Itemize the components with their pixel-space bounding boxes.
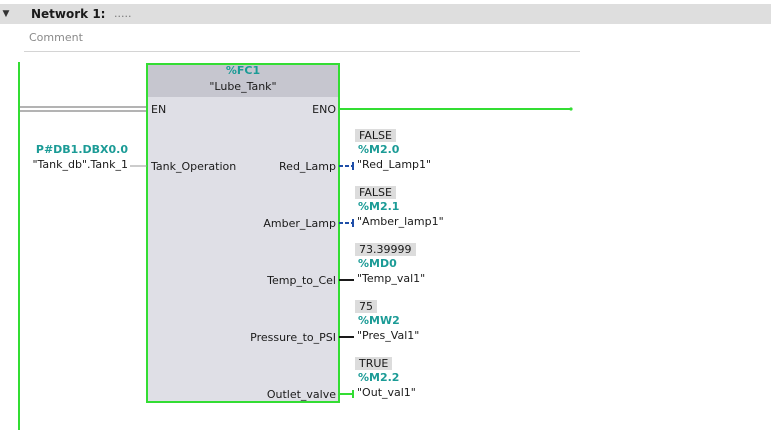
function-block-header[interactable] (148, 65, 338, 97)
temp-tag[interactable]: "Temp_val1" (357, 272, 426, 285)
outlet-valve-output-connector[interactable] (339, 390, 354, 398)
outlet-valve-pin-label: Outlet_valve (266, 388, 336, 401)
pressure-to-psi-pin-label: Pressure_to_PSI (250, 331, 336, 344)
outlet-valve-tag[interactable]: "Out_val1" (357, 386, 416, 399)
red-lamp-output-connector[interactable] (339, 162, 354, 170)
input-absolute-address: P#DB1.DBX0.0 (35, 143, 128, 156)
red-lamp-tag[interactable]: "Red_Lamp1" (357, 158, 432, 171)
block-address: %FC1 (225, 64, 261, 77)
pressure-monitor-value: 75 (355, 300, 377, 313)
pressure-address: %MW2 (358, 314, 400, 327)
block-name[interactable]: "Lube_Tank" (209, 80, 277, 93)
outlet-valve-address: %M2.2 (358, 371, 400, 384)
amber-lamp-output-connector[interactable] (339, 219, 354, 227)
amber-lamp-tag[interactable]: "Amber_lamp1" (357, 215, 444, 228)
network-comment-field[interactable] (24, 27, 580, 52)
temp-to-cel-pin-label: Temp_to_Cel (267, 274, 336, 287)
amber-lamp-pin-label: Amber_Lamp (263, 217, 336, 230)
collapse-triangle-icon[interactable]: ▼ (2, 9, 10, 19)
en-pin-label: EN (151, 103, 167, 116)
outlet-valve-monitor-value: TRUE (355, 357, 393, 370)
temp-address: %MD0 (358, 257, 397, 270)
network-header-bar[interactable] (0, 4, 771, 24)
comment-placeholder: Comment (29, 31, 83, 44)
red-lamp-address: %M2.0 (358, 143, 400, 156)
red-lamp-monitor-value: FALSE (355, 129, 396, 142)
amber-lamp-address: %M2.1 (358, 200, 400, 213)
eno-line-end-dot (569, 107, 573, 111)
left-power-rail (18, 62, 20, 430)
temp-monitor-value: 73.39999 (355, 243, 416, 256)
tank-operation-pin-label: Tank_Operation (151, 160, 237, 173)
eno-pin-label: ENO (312, 103, 336, 116)
network-title: Network 1: (31, 7, 106, 21)
red-lamp-pin-label: Red_Lamp (279, 160, 336, 173)
input-tag[interactable]: "Tank_db".Tank_1 (32, 158, 128, 171)
function-block[interactable] (146, 63, 340, 403)
amber-lamp-monitor-value: FALSE (355, 186, 396, 199)
pressure-tag[interactable]: "Pres_Val1" (357, 329, 420, 342)
network-title-placeholder[interactable]: ..... (114, 7, 132, 20)
